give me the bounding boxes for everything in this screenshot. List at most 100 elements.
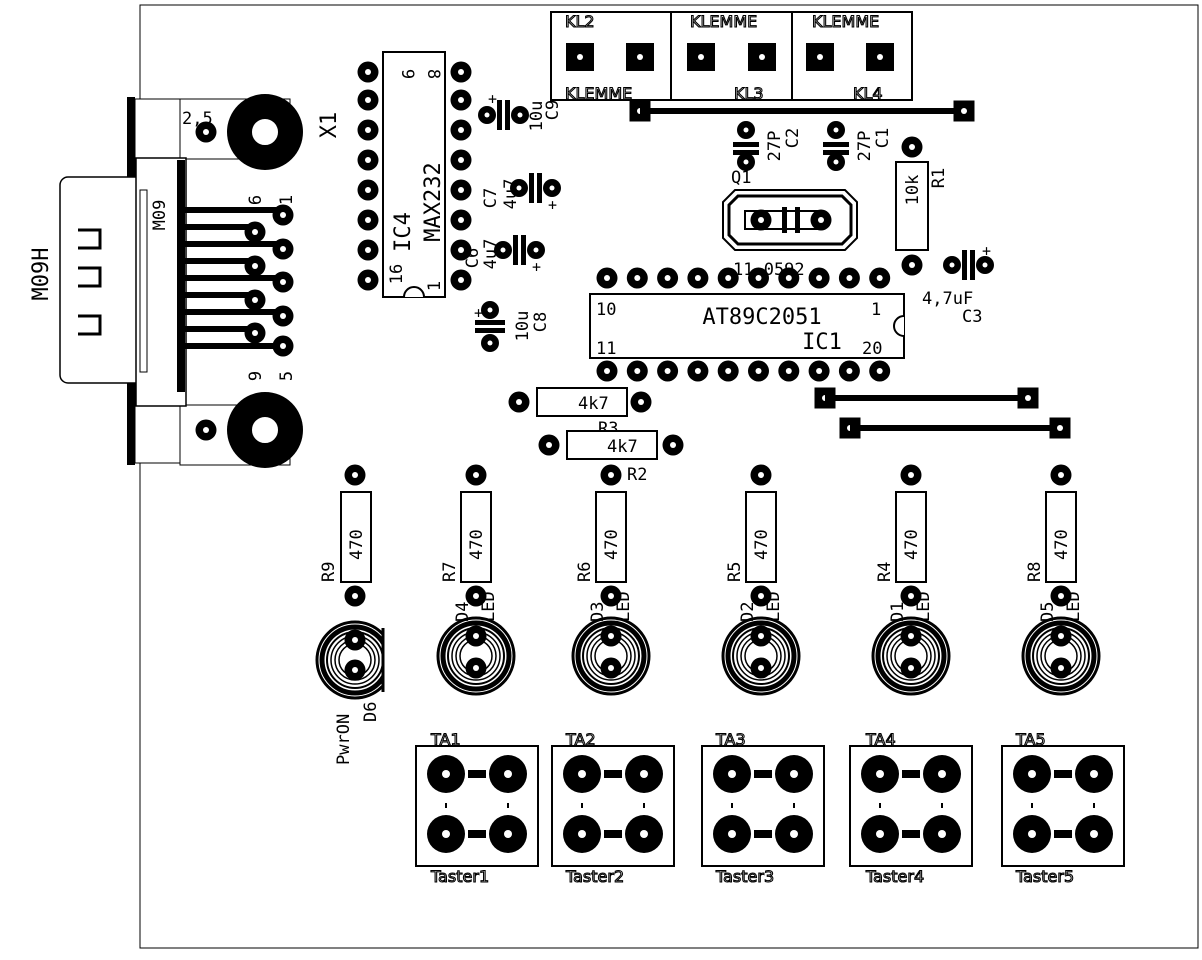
ic4-max232: 9 8 16 1 IC4 MAX232	[357, 51, 472, 298]
d3-value-label: LED	[614, 591, 634, 622]
r4-value-label: 470	[902, 529, 922, 560]
ic4-pin9-label: 9	[397, 69, 417, 79]
d5-value-label: LED	[1064, 591, 1084, 622]
ic1-pin-pad	[808, 360, 830, 382]
r7-ref-label: R7	[440, 562, 460, 582]
kl3-value-label: KLEMME	[690, 12, 757, 31]
d6-ref-label: D6	[361, 702, 381, 722]
ic1-at89c2051: 10 1 11 20 AT89C2051 IC1	[589, 267, 905, 382]
r8-ref-label: R8	[1025, 562, 1045, 582]
r8-value-label: 470	[1052, 529, 1072, 560]
capacitor-c3: + 4,7uF C3	[922, 242, 994, 327]
c9-value-label: 10u	[527, 101, 547, 132]
ic1-pin-pad	[687, 360, 709, 382]
d2-ref-label: D2	[738, 602, 758, 622]
ic1-pin20-label: 20	[862, 339, 882, 359]
ic1-pin-pad	[657, 360, 679, 382]
c8-ref-label: C8	[531, 312, 551, 332]
led-column-1: 470 R9 PwrON D6	[317, 464, 395, 765]
ic1-pin11-label: 11	[596, 339, 616, 359]
ta1-ref-label: TA1	[430, 730, 461, 749]
c8-plus-label: +	[474, 304, 483, 322]
d4-value-label: LED	[479, 591, 499, 622]
ic1-pin-pad	[838, 267, 860, 289]
c7-plus-label: +	[548, 196, 557, 214]
r4-ref-label: R4	[875, 562, 895, 582]
led-column-2: 470 R7 D4 LED	[438, 464, 514, 695]
resistor-r2: 4k7 R2	[538, 430, 684, 485]
r6-value-label: 470	[602, 529, 622, 560]
r6-ref-label: R6	[575, 562, 595, 582]
r1-value-label: 10k	[903, 175, 923, 206]
ta3-ref-label: TA3	[715, 730, 746, 749]
ic1-ref-label: IC1	[802, 330, 842, 355]
d1-value-label: LED	[914, 591, 934, 622]
button-ta5: TA5 Taster5	[1001, 729, 1125, 887]
c2-ref-label: C2	[783, 128, 803, 148]
q1-ref-label: Q1	[731, 168, 751, 188]
c1-value-label: 27P	[855, 131, 875, 162]
ic1-value-label: AT89C2051	[702, 305, 821, 330]
ta5-value-label: Taster5	[1015, 867, 1074, 886]
c3-plus-label: +	[982, 242, 991, 260]
c7-value-label: 4u7	[501, 179, 521, 210]
r1-ref-label: R1	[929, 168, 949, 188]
connector-pin5-label: 5	[277, 371, 297, 381]
r2-value-label: 4k7	[607, 437, 638, 457]
ta4-ref-label: TA4	[865, 730, 896, 749]
ic1-pin-pad	[717, 360, 739, 382]
r3-value-label: 4k7	[578, 394, 609, 414]
d2-value-label: LED	[764, 591, 784, 622]
ic1-pin-pad	[869, 267, 891, 289]
led-column-4: 470 R5 D2 LED	[723, 464, 799, 695]
ta2-ref-label: TA2	[565, 730, 596, 749]
ic1-pin-pad	[869, 360, 891, 382]
ta2-value-label: Taster2	[565, 867, 624, 886]
ic1-pin-pad	[748, 360, 769, 382]
kl4-ref-label: KL4	[853, 84, 883, 103]
r5-ref-label: R5	[725, 562, 745, 582]
ta5-ref-label: TA5	[1015, 730, 1046, 749]
ta3-value-label: Taster3	[715, 867, 774, 886]
r9-ref-label: R9	[319, 562, 339, 582]
c6-ref-label: C6	[463, 248, 483, 268]
r7-value-label: 470	[467, 529, 487, 560]
led-column-3: 470 R6 D3 LED	[573, 464, 649, 695]
c9-ref-label: C9	[543, 100, 563, 120]
connector-body-label: M09	[150, 200, 170, 231]
connector-pin6-label: 6	[246, 195, 266, 205]
d1-ref-label: D1	[888, 602, 908, 622]
d3-ref-label: D3	[588, 602, 608, 622]
c9-plus-label: +	[488, 90, 497, 108]
led-column-5: 470 R4 D1 LED	[873, 464, 949, 695]
capacitor-c2: 27P C2	[733, 121, 803, 171]
ic1-pin-pad	[687, 267, 709, 289]
c3-ref-label: C3	[962, 307, 982, 327]
c3-value-label: 4,7uF	[922, 289, 973, 309]
d6-value-label: PwrON	[334, 714, 354, 765]
c1-ref-label: C1	[873, 128, 893, 148]
button-ta2: TA2 Taster2	[551, 729, 675, 887]
x1-mount-label: 2,5	[182, 109, 213, 129]
ic1-pin-pad	[808, 267, 830, 289]
capacitor-c6: + C6 4u7	[463, 235, 545, 276]
kl3-ref-label: KL3	[734, 84, 764, 103]
connector-pin1-label: 1	[277, 195, 297, 205]
ic1-pin-pad	[838, 360, 860, 382]
button-ta1: TA1 Taster1	[415, 729, 539, 887]
c7-ref-label: C7	[481, 188, 501, 208]
c8-value-label: 10u	[513, 311, 533, 342]
terminal-blocks: KL2 KLEMME KLEMME KL3 KLEMME KL4	[550, 11, 913, 104]
ic1-pin-pad	[748, 267, 769, 289]
c6-plus-label: +	[532, 258, 541, 276]
ic1-pin-pad	[717, 267, 739, 289]
button-ta3: TA3 Taster3	[701, 729, 825, 887]
ic4-pin1-label: 1	[425, 281, 445, 291]
capacitor-c9: + 10u C9	[478, 90, 563, 131]
ic1-pin10-label: 10	[596, 300, 616, 320]
r2-ref-label: R2	[627, 465, 647, 485]
ic1-pin-pad	[657, 267, 679, 289]
crystal-q1: Q1 11.0592	[722, 168, 858, 280]
d5-ref-label: D5	[1038, 602, 1058, 622]
